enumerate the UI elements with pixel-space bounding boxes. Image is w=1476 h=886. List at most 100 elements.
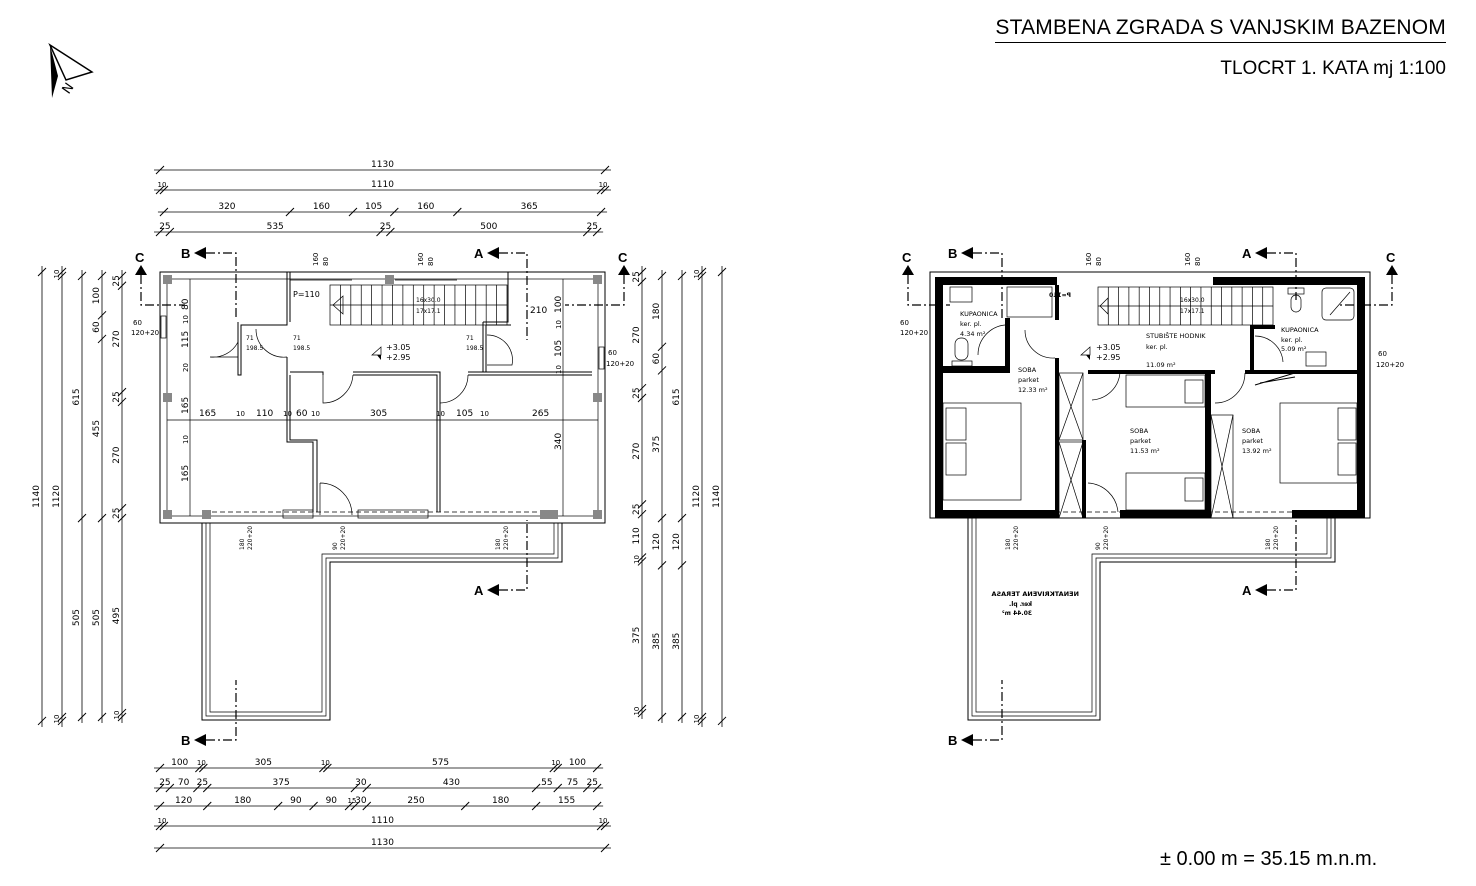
- svg-text:71: 71: [246, 335, 254, 342]
- svg-text:180: 180: [1005, 538, 1012, 550]
- svg-text:C: C: [135, 250, 145, 265]
- svg-text:120+20: 120+20: [1376, 361, 1404, 369]
- dimension-label: 375: [652, 436, 662, 453]
- section-c-marker-right-2: C: [1340, 250, 1398, 306]
- dimension-tick: [531, 783, 541, 793]
- dimension-tick: [155, 763, 165, 773]
- sanitary-fixtures: [949, 286, 1355, 367]
- dimension-tick: [165, 783, 175, 793]
- section-b-marker-top: B: [181, 246, 237, 320]
- dimension-label: 155: [558, 796, 575, 806]
- dimension-label: 375: [632, 627, 642, 644]
- left-plan-structural: [159, 271, 606, 721]
- dimension-tick: [697, 267, 707, 277]
- dimension-tick: [159, 821, 169, 831]
- svg-text:80: 80: [427, 257, 435, 266]
- dimension-tick: [637, 393, 647, 403]
- svg-text:10: 10: [311, 410, 320, 418]
- svg-text:N: N: [60, 80, 78, 97]
- dimension-label: 25: [112, 507, 122, 518]
- dimension-label: 535: [267, 222, 284, 232]
- svg-text:+3.05: +3.05: [1096, 343, 1121, 352]
- dimension-label: 25: [586, 222, 597, 232]
- dimension-label: 60: [92, 321, 102, 333]
- dimension-tick: [657, 366, 667, 375]
- dimension-tick: [657, 271, 667, 281]
- drawing-subtitle: TLOCRT 1. KATA mj 1:100: [1220, 58, 1446, 79]
- dimension-tick: [285, 207, 295, 217]
- dimension-tick: [362, 783, 372, 793]
- svg-text:165: 165: [181, 465, 191, 482]
- dimension-tick: [386, 227, 395, 237]
- svg-text:12.33 m²: 12.33 m²: [1018, 386, 1048, 394]
- dimension-label: 305: [255, 758, 272, 768]
- svg-text:parket: parket: [1130, 437, 1151, 445]
- level-marker-right: +3.05 +2.95: [1080, 343, 1121, 362]
- wardrobes: [1058, 372, 1234, 519]
- dimension-tick: [717, 267, 727, 277]
- dimension-label: 180: [492, 796, 509, 806]
- dimension-label: 10: [693, 270, 701, 279]
- section-c-marker-left: C: [135, 250, 185, 306]
- dimension-label: 10: [197, 759, 206, 767]
- right-plan-structural: [929, 271, 1371, 721]
- dimension-tick: [77, 271, 87, 281]
- svg-text:B: B: [948, 246, 957, 261]
- dimension-label: 25: [112, 391, 122, 402]
- north-arrow-icon: N: [48, 42, 94, 98]
- svg-text:ker. pl.: ker. pl.: [960, 320, 982, 328]
- dimension-tick: [195, 763, 204, 773]
- section-b-marker-bottom-right: B: [948, 680, 1003, 748]
- dimension-label: 120: [672, 533, 682, 550]
- dimension-tick: [553, 763, 563, 773]
- dimension-tick: [637, 509, 647, 519]
- svg-text:220+20: 220+20: [1013, 526, 1020, 550]
- dimension-tick: [155, 801, 165, 811]
- dimension-label: 10: [53, 270, 61, 279]
- svg-text:5.09 m²: 5.09 m²: [1281, 345, 1307, 353]
- svg-text:10: 10: [236, 410, 245, 418]
- dimension-tick: [549, 763, 559, 773]
- section-markers-left: C C B A A B: [135, 246, 630, 748]
- svg-text:KUPAONICA: KUPAONICA: [960, 310, 998, 318]
- dimension-label: 75: [567, 778, 578, 788]
- dimension-tick: [77, 513, 87, 523]
- svg-text:160: 160: [1184, 253, 1192, 266]
- dimension-label: 90: [290, 796, 302, 806]
- svg-text:C: C: [1386, 250, 1396, 265]
- room-label-soba-2: SOBA parket 11.53 m²: [1130, 427, 1160, 455]
- svg-text:60: 60: [900, 319, 909, 327]
- svg-text:220+20: 220+20: [247, 526, 254, 550]
- dimension-label: 120: [175, 796, 192, 806]
- svg-text:10: 10: [182, 435, 190, 444]
- svg-text:10: 10: [182, 315, 190, 324]
- svg-text:SOBA: SOBA: [1130, 427, 1149, 435]
- svg-text:198.5: 198.5: [466, 345, 483, 352]
- dimension-label: 270: [112, 446, 122, 463]
- dimension-tick: [37, 716, 47, 726]
- dimension-tick: [165, 227, 175, 237]
- dimension-label: 10: [633, 555, 641, 564]
- left-plan-labels: P=110 16x30.0 17x17.1 +3.05 +2.95 160 80…: [131, 253, 634, 550]
- dimension-tick: [637, 277, 647, 287]
- dimension-tick: [198, 763, 208, 773]
- dimension-label: 10: [158, 817, 167, 825]
- svg-text:11.53 m²: 11.53 m²: [1130, 447, 1160, 455]
- dimension-label: 25: [159, 778, 170, 788]
- svg-text:100: 100: [554, 296, 564, 313]
- svg-text:16x30.0: 16x30.0: [1180, 297, 1205, 304]
- section-a-marker-bottom-right: A: [1242, 520, 1297, 598]
- dimension-label: 10: [321, 759, 330, 767]
- dimension-tick: [592, 227, 602, 237]
- svg-text:20: 20: [182, 363, 190, 372]
- dimension-label: 30: [355, 796, 367, 806]
- dimension-label: 55: [541, 778, 552, 788]
- dimension-label: 15: [348, 797, 357, 805]
- section-c-marker-left-2: C: [565, 250, 630, 306]
- section-a-marker-bottom: A: [474, 520, 528, 598]
- dimension-label: 385: [652, 633, 662, 650]
- dimension-label: 575: [432, 758, 449, 768]
